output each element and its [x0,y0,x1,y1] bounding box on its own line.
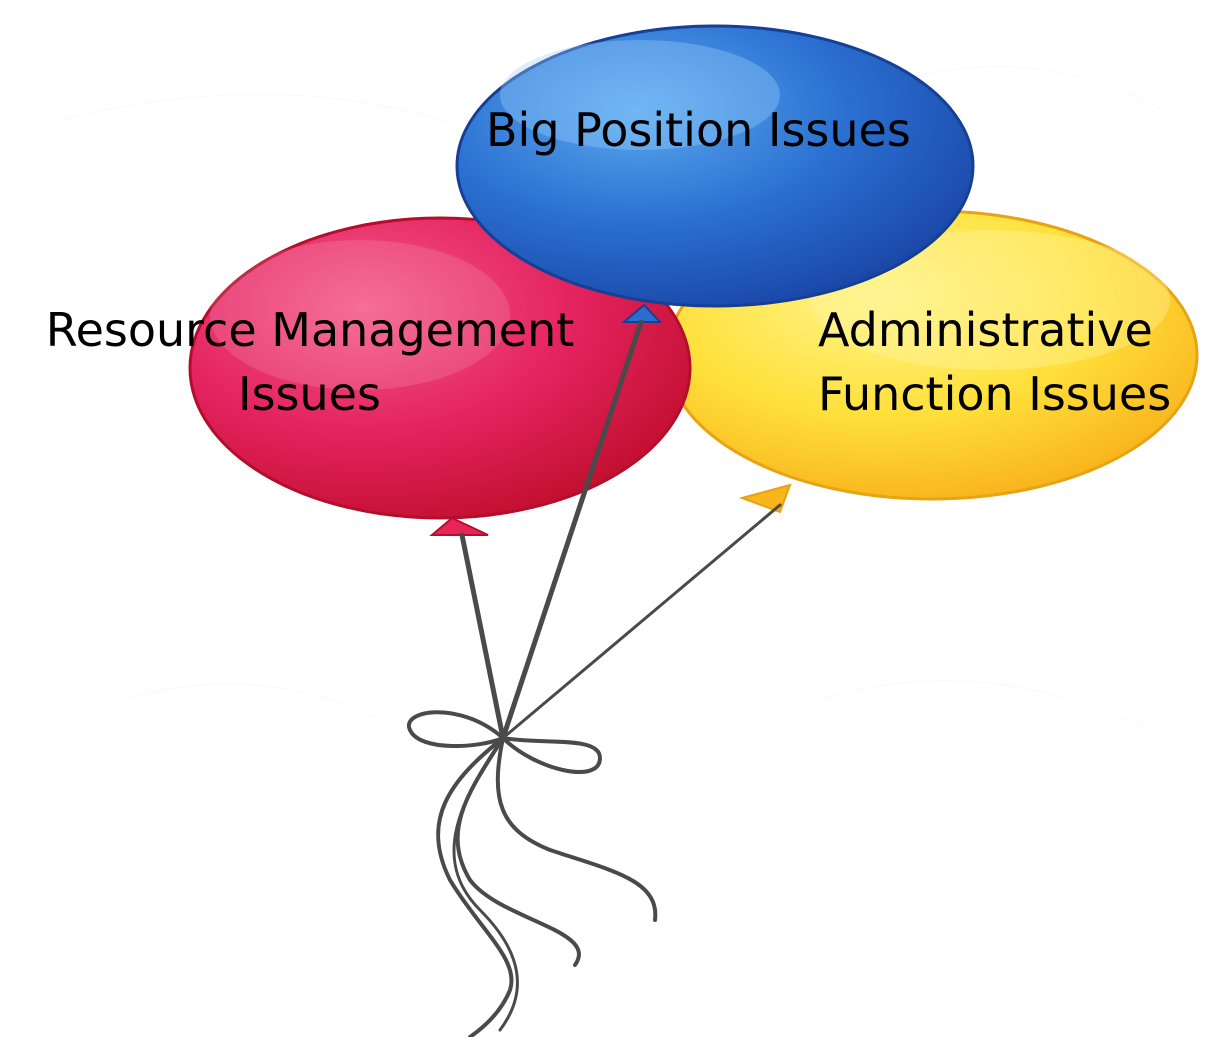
balloon-strings [406,319,782,1037]
balloon-label-resource-management: Resource Management Issues [10,298,610,426]
balloon-label-line: Resource Management [45,303,575,357]
blue-balloon [455,24,975,323]
background-texture [59,66,1181,731]
balloon-label-line: Big Position Issues [486,103,911,157]
balloon-label-administrative-function: Administrative Function Issues [818,298,1171,426]
balloon-label-line: Function Issues [818,367,1172,421]
balloon-label-line: Issues [238,367,381,421]
balloon-label-big-position: Big Position Issues [486,98,911,162]
balloon-label-line: Administrative [818,303,1153,357]
red-balloon [188,216,692,536]
